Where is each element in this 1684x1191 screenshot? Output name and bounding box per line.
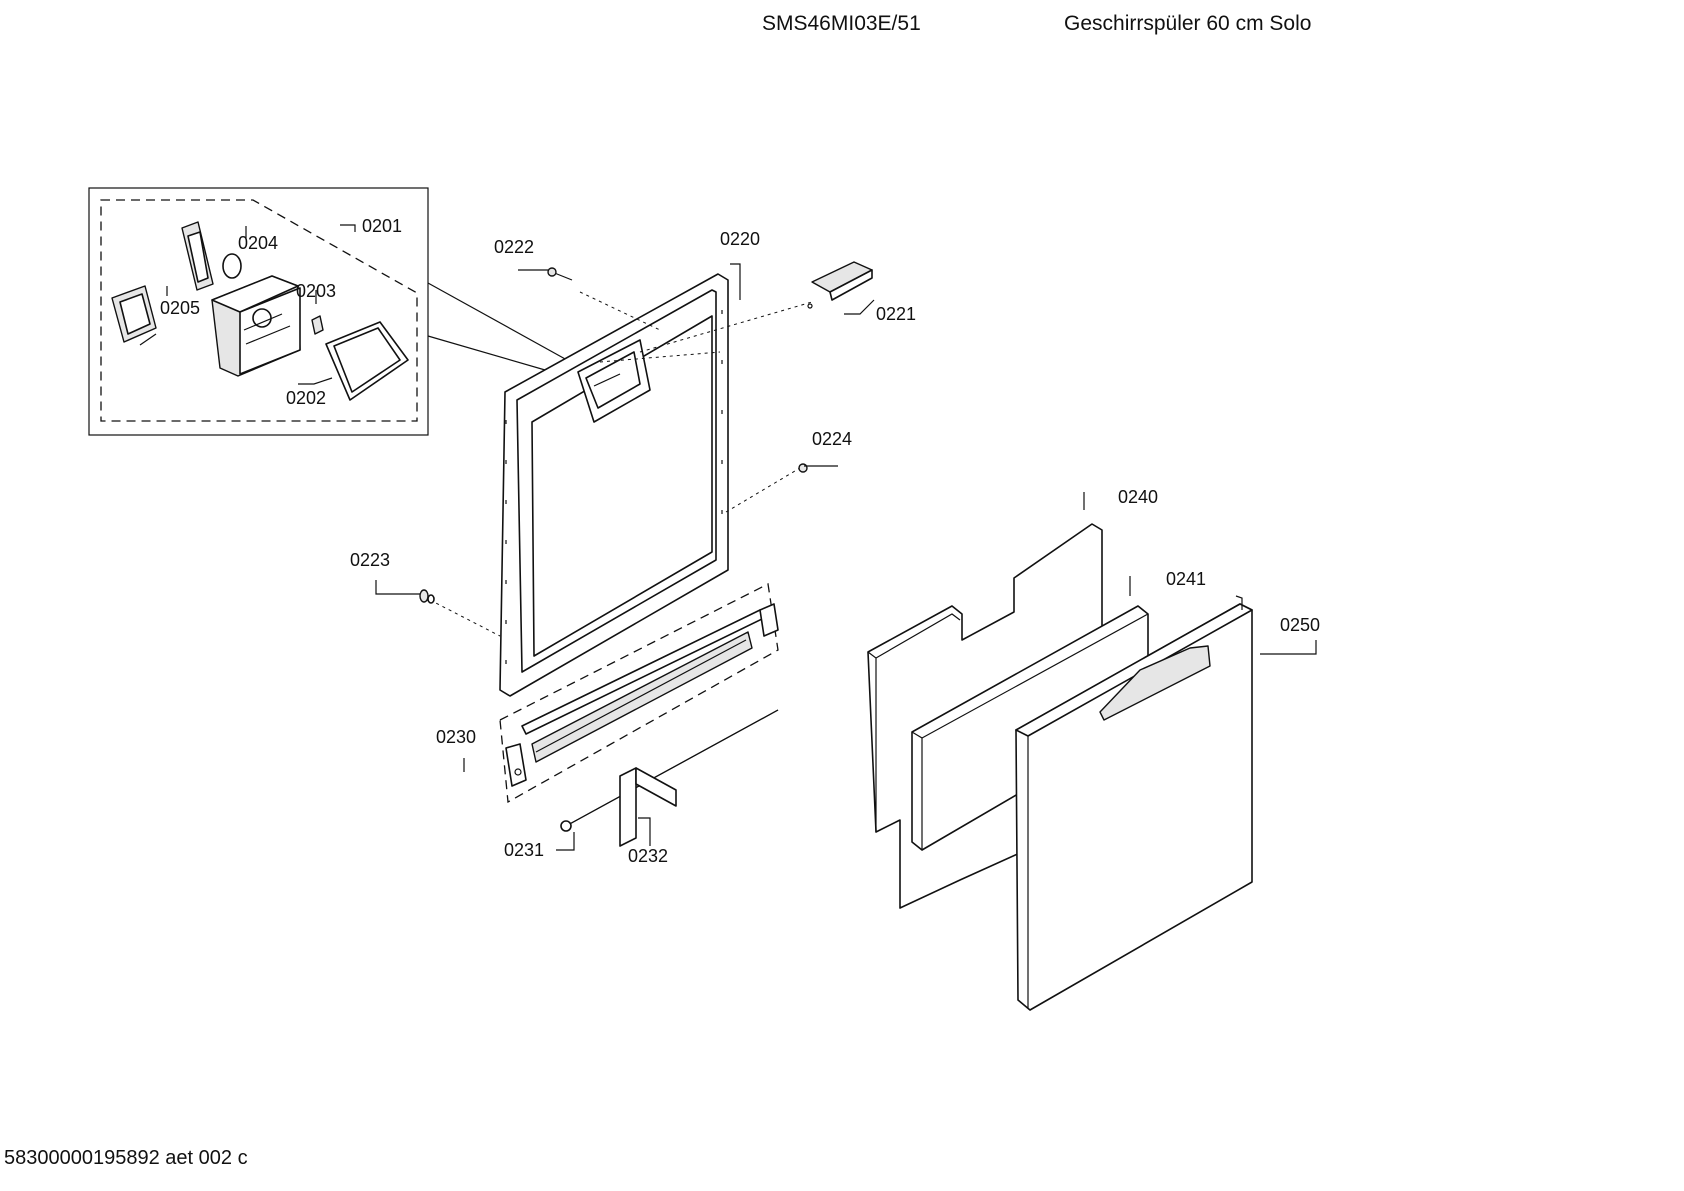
callout-0202[interactable]: 0202 xyxy=(286,388,326,408)
part-0204-bracket[interactable] xyxy=(181,221,242,291)
frame-guide-lines xyxy=(429,291,813,637)
part-0250-outer-door[interactable] xyxy=(1015,595,1253,1011)
inset-leaders xyxy=(166,224,356,385)
part-0221-hinge[interactable] xyxy=(807,261,873,309)
document-code: 58300000195892 aet 002 c xyxy=(4,1147,248,1169)
part-0202-gasket[interactable] xyxy=(325,321,409,401)
callout-0203[interactable]: 0203 xyxy=(296,281,336,301)
callout-0232[interactable]: 0232 xyxy=(628,846,668,866)
part-0220-inner-door[interactable] xyxy=(499,273,729,697)
part-0230-seal-group[interactable] xyxy=(499,583,779,804)
callout-0221[interactable]: 0221 xyxy=(876,304,916,324)
callout-0220[interactable]: 0220 xyxy=(720,229,760,249)
part-0203-clip[interactable] xyxy=(311,315,324,335)
callout-0250[interactable]: 0250 xyxy=(1280,615,1320,635)
part-0223-screw[interactable] xyxy=(419,589,435,604)
callout-leaders xyxy=(375,263,1317,851)
callout-0201[interactable]: 0201 xyxy=(362,216,402,236)
part-0222-screw[interactable] xyxy=(547,267,573,281)
callout-labels: 0201 0204 0203 0205 0202 0222 0220 0221 … xyxy=(160,216,1320,866)
appliance-description: Geschirrspüler 60 cm Solo xyxy=(1064,12,1312,35)
callout-0223[interactable]: 0223 xyxy=(350,550,390,570)
part-0205-plate[interactable] xyxy=(111,285,157,346)
callout-0230[interactable]: 0230 xyxy=(436,727,476,747)
detail-inset xyxy=(88,187,568,436)
callout-0204[interactable]: 0204 xyxy=(238,233,278,253)
callout-0241[interactable]: 0241 xyxy=(1166,569,1206,589)
callout-0224[interactable]: 0224 xyxy=(812,429,852,449)
part-0232-bracket[interactable] xyxy=(619,767,677,847)
callout-0205[interactable]: 0205 xyxy=(160,298,200,318)
callout-0222[interactable]: 0222 xyxy=(494,237,534,257)
part-0231-rod[interactable] xyxy=(560,709,779,832)
part-0224-screw[interactable] xyxy=(798,463,808,473)
callout-0231[interactable]: 0231 xyxy=(504,840,544,860)
model-number: SMS46MI03E/51 xyxy=(762,12,921,35)
callout-0240[interactable]: 0240 xyxy=(1118,487,1158,507)
dispenser-body[interactable] xyxy=(211,275,301,377)
